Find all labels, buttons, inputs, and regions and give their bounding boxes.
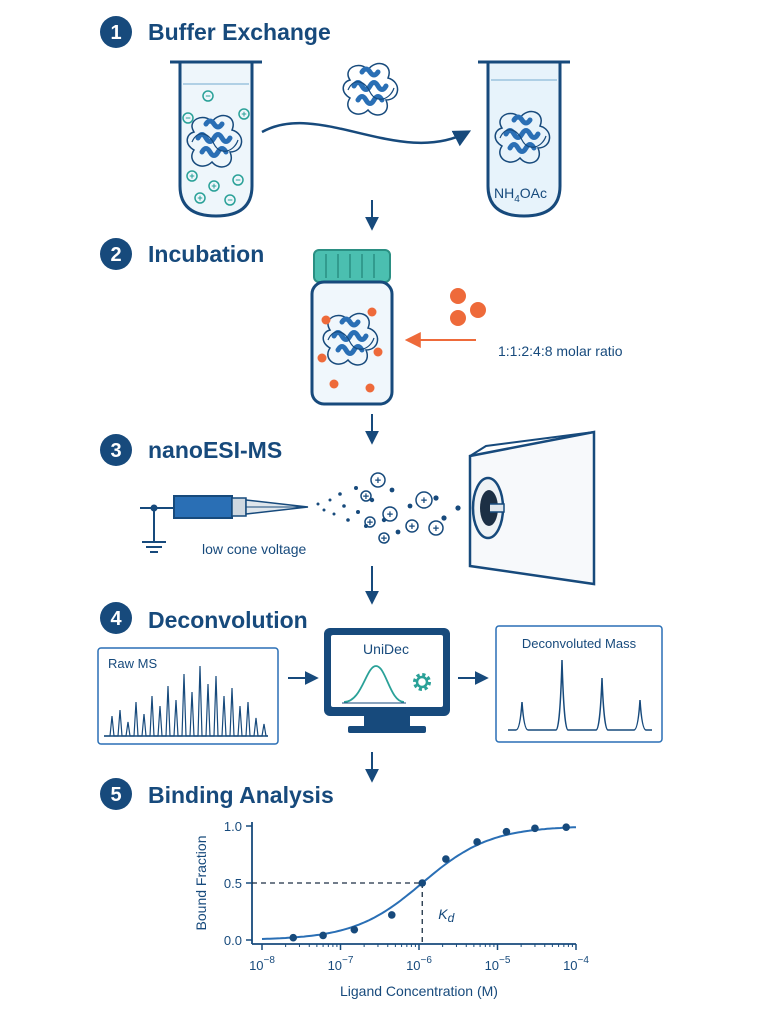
step-4-badge <box>100 602 132 634</box>
raw-spectrum-trace <box>104 665 268 737</box>
data-point <box>442 855 450 863</box>
y-tick-group: 0.0 0.5 1.0 <box>224 819 252 948</box>
data-point <box>562 823 570 831</box>
step-2-title: Incubation <box>148 241 264 267</box>
step-1-number: 1 <box>110 22 121 44</box>
y-tick-label: 1.0 <box>224 819 242 834</box>
x-tick-label: 10−5 <box>485 955 511 973</box>
mass-spectrometer-inlet <box>468 430 596 586</box>
data-point <box>473 838 481 846</box>
svg-text:−: − <box>185 113 190 123</box>
step-1-title: Buffer Exchange <box>148 19 331 45</box>
x-tick-label: 10−6 <box>406 955 432 973</box>
incubation-vial <box>310 249 394 406</box>
unidec-monitor: UniDec <box>324 628 450 733</box>
svg-text:−: − <box>205 91 210 101</box>
svg-text:+: + <box>189 171 194 181</box>
fit-curve <box>261 826 577 940</box>
y-tick-label: 0.5 <box>224 876 242 891</box>
raw-ms-panel: Raw MS <box>97 647 279 745</box>
svg-text:+: + <box>363 491 369 503</box>
step-1-badge <box>100 16 132 48</box>
step-1-header: 1 Buffer Exchange <box>100 16 331 48</box>
x-tick-label: 10−4 <box>563 955 589 973</box>
step-5-header: 5 Binding Analysis <box>100 778 334 810</box>
step-3-header: 3 nanoESI-MS <box>100 434 282 466</box>
svg-text:−: − <box>235 175 240 185</box>
step-2-number: 2 <box>110 244 121 266</box>
data-points <box>289 823 570 942</box>
data-point <box>289 933 298 942</box>
target-tube: NH4OAc <box>478 60 570 218</box>
step-5-number: 5 <box>110 784 121 806</box>
y-tick-label: 0.0 <box>224 933 242 948</box>
spray-plume <box>316 486 461 535</box>
svg-text:+: + <box>409 521 415 533</box>
step-5-badge <box>100 778 132 810</box>
salt-ions <box>182 90 250 206</box>
binding-curve-chart: 10−8 10−7 10−6 10−5 10−4 0.0 0.5 1.0 Kd Ligand… <box>193 819 589 999</box>
data-point <box>319 931 327 940</box>
deconvoluted-trace <box>508 659 652 731</box>
svg-text:+: + <box>241 109 246 119</box>
exchange-arrow <box>261 121 472 147</box>
svg-text:+: + <box>375 475 381 487</box>
svg-text:−: − <box>227 195 232 205</box>
data-point <box>502 827 511 836</box>
svg-text:+: + <box>433 523 439 535</box>
step-5-title: Binding Analysis <box>148 782 334 808</box>
ligand-dots <box>317 307 383 393</box>
x-tick-group: 10−8 10−7 10−6 10−5 10−4 <box>249 944 589 973</box>
molar-ratio-label: 1:1:2:4:8 molar ratio <box>498 343 623 359</box>
software-label: UniDec <box>363 641 409 657</box>
gear-icon <box>413 673 431 691</box>
data-point <box>418 879 427 887</box>
emitter-needle <box>173 495 309 519</box>
step-4-title: Deconvolution <box>148 607 308 633</box>
deconvoluted-panel: Deconvoluted Mass <box>495 625 663 743</box>
data-point <box>531 824 539 833</box>
step-3-number: 3 <box>110 440 121 462</box>
step-4-header: 4 Deconvolution <box>100 602 308 634</box>
svg-text:+: + <box>197 193 202 203</box>
buffer-label: NH4OAc <box>494 185 547 205</box>
svg-text:+: + <box>421 495 427 507</box>
step-2-badge <box>100 238 132 270</box>
svg-text:+: + <box>387 509 393 521</box>
step-4-number: 4 <box>110 608 122 630</box>
step-3-badge <box>100 434 132 466</box>
source-tube: −−+ ++− +− <box>170 60 262 218</box>
step-2-header: 2 Incubation <box>100 238 264 270</box>
kd-label: Kd <box>438 906 454 925</box>
data-point <box>387 911 396 919</box>
svg-text:+: + <box>367 517 373 529</box>
ions <box>360 472 444 544</box>
ground-wire <box>140 504 174 553</box>
cone-voltage-label: low cone voltage <box>202 541 307 557</box>
transferred-protein-icon <box>343 64 397 115</box>
y-axis-label: Bound Fraction <box>193 836 209 931</box>
step-3-title: nanoESI-MS <box>148 437 282 463</box>
x-axis-label: Ligand Concentration (M) <box>340 983 498 999</box>
raw-ms-label: Raw MS <box>108 656 157 671</box>
deconvoluted-label: Deconvoluted Mass <box>522 636 637 651</box>
x-tick-label: 10−7 <box>328 955 354 973</box>
svg-text:+: + <box>381 533 387 545</box>
svg-text:+: + <box>211 181 216 191</box>
x-tick-label: 10−8 <box>249 955 275 973</box>
fit-peak <box>343 665 405 703</box>
ligand-cluster <box>450 288 486 326</box>
data-point <box>350 925 359 934</box>
